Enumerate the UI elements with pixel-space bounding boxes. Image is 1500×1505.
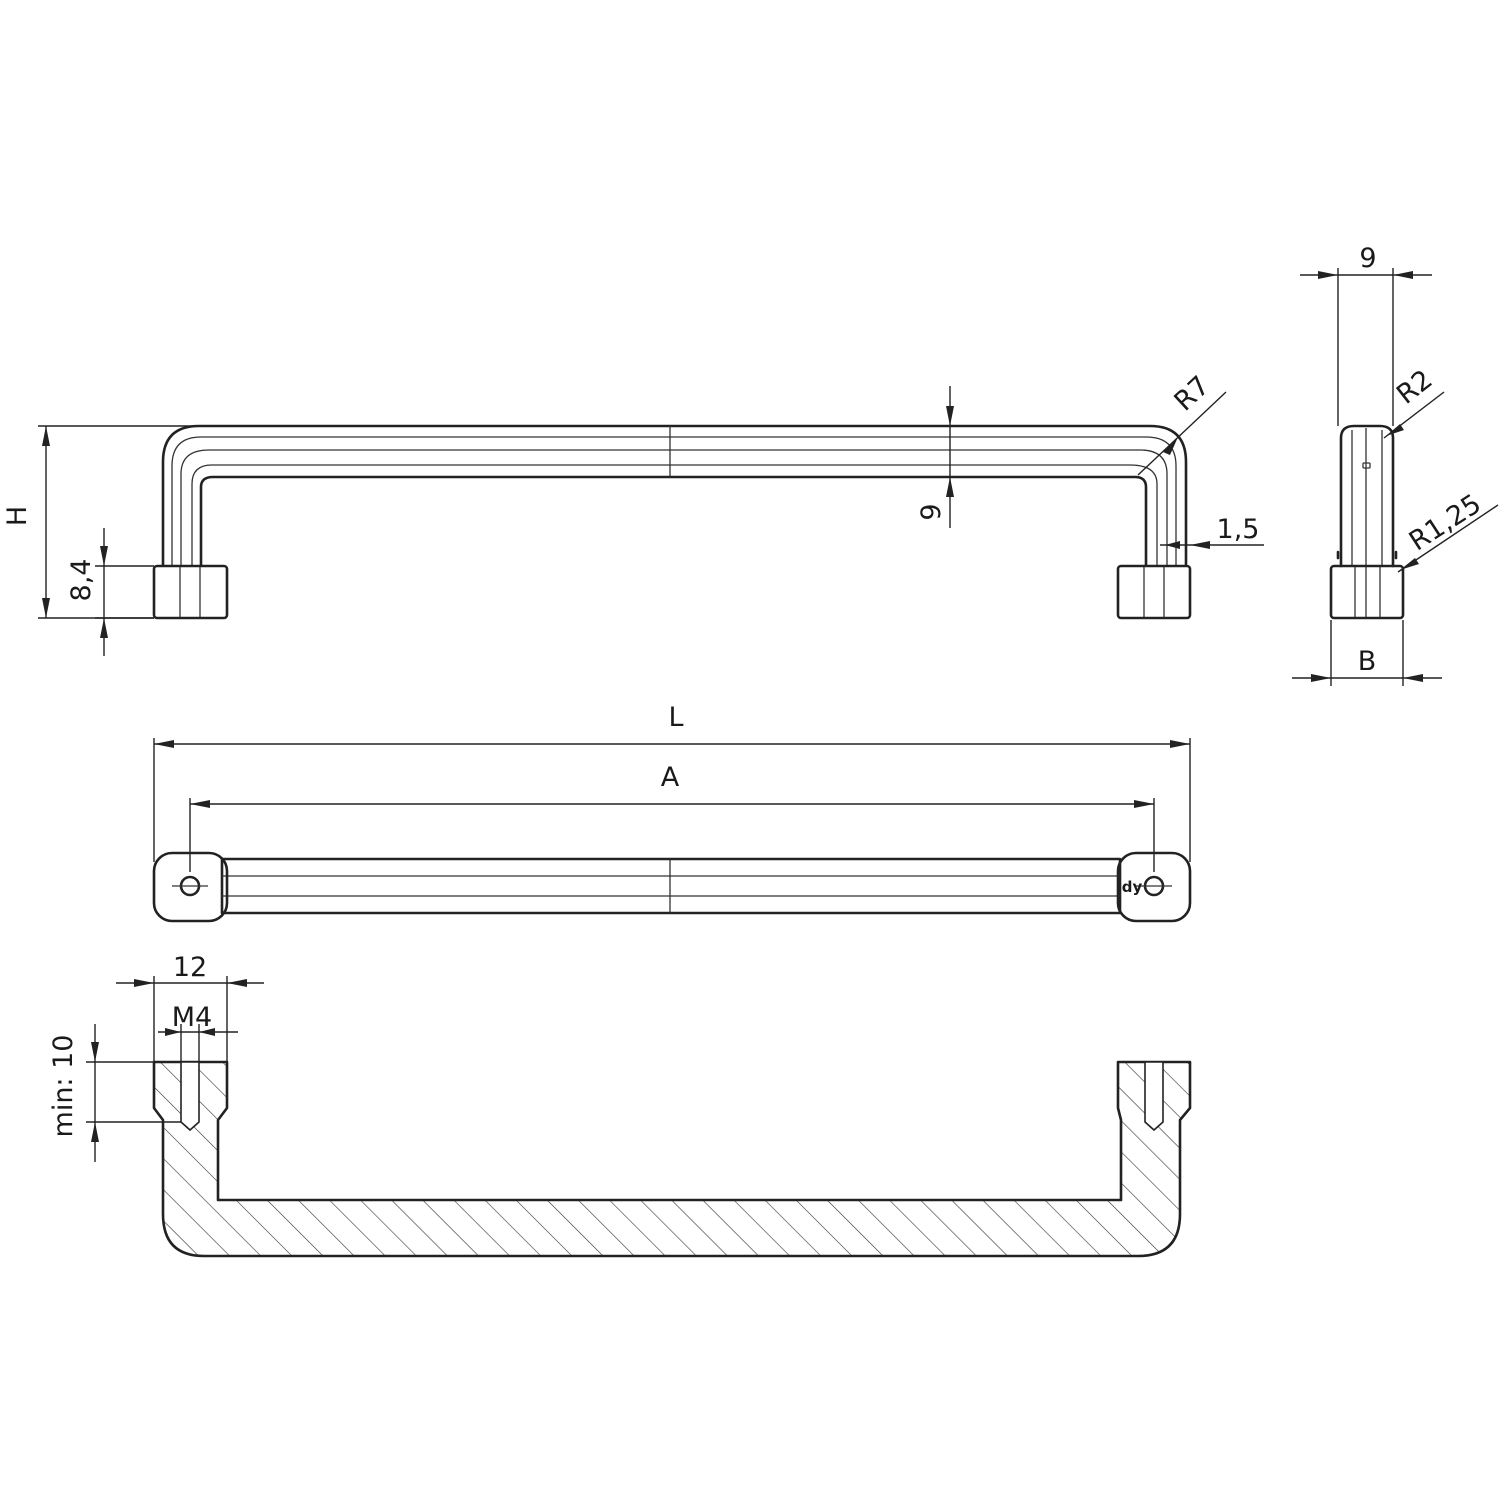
side-foot [1329,564,1405,620]
dim-label-h: H [2,506,33,526]
dim-label-12: 12 [173,952,207,983]
dim-label-r1-25: R1,25 [1404,488,1487,557]
front-view: H 8,4 9 R7 1,5 [2,370,1264,656]
dim-label-min-10: min: 10 [48,1035,79,1138]
left-foot [152,564,229,620]
handle-inner-outline [199,475,1148,567]
dim-label-side-9: 9 [1359,243,1376,274]
side-view: 9 R2 R1,25 B [1292,243,1499,686]
right-foot [1116,564,1192,620]
top-view: L A dy [152,702,1192,923]
dim-label-1-5: 1,5 [1217,514,1260,545]
handle-tangent-line-1 [171,436,1177,565]
grip-bar-top [220,857,1122,915]
section-hatched-body [152,1060,1192,1258]
left-end-pad [152,851,229,923]
dim-label-r2: R2 [1391,364,1438,411]
dim-label-l: L [668,702,683,733]
brand-logo: dy [1122,878,1143,896]
right-thread-hole [1144,1061,1164,1132]
left-thread-hole [180,1061,200,1132]
dim-label-r7: R7 [1168,370,1215,417]
side-profile-upper [1339,424,1395,568]
dim-label-a: A [661,762,680,793]
dim-label-8-4: 8,4 [66,559,97,602]
section-view: 12 M4 min: 10 [48,952,1192,1258]
handle-outer-outline [161,424,1188,567]
dim-label-b: B [1358,646,1377,677]
dim-label-m4: M4 [172,1002,212,1033]
right-end-pad [1116,851,1192,923]
dim-label-9-thickness: 9 [916,503,947,520]
handle-tangent-line-3 [191,464,1158,565]
handle-tangent-line-2 [180,449,1168,565]
